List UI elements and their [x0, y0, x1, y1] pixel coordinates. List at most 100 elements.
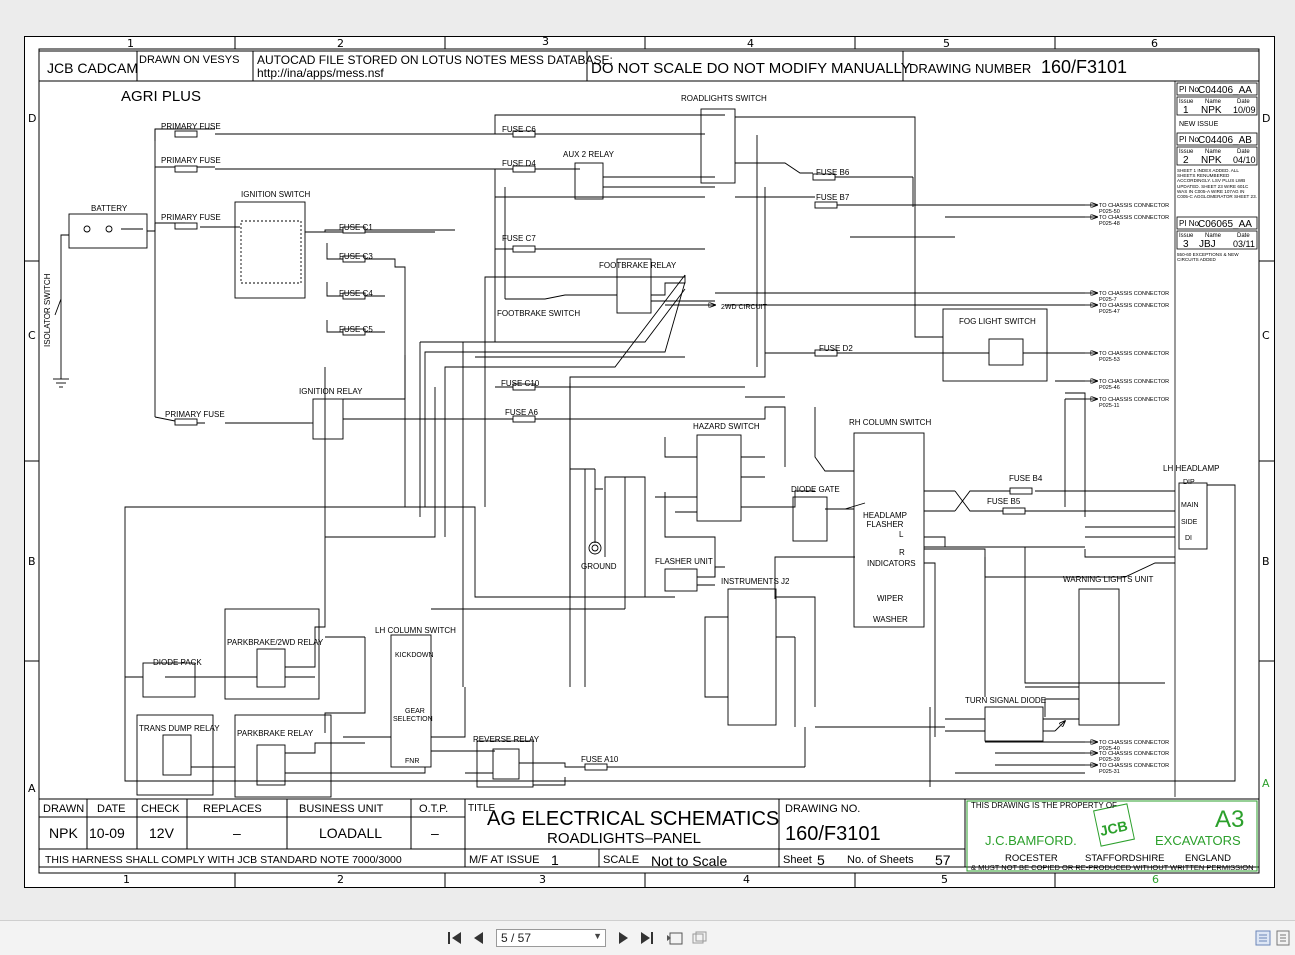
label-fd4: FUSE D4	[502, 159, 536, 168]
chassis-6-ref: P025-46	[1099, 385, 1120, 391]
label-l: L	[899, 530, 904, 539]
zone-row-d-right: D	[1262, 112, 1270, 125]
zone-row-a: A	[28, 782, 36, 795]
header-drawing-number: 160/F3101	[1041, 57, 1127, 77]
fuse-symbols	[174, 130, 1033, 771]
continuous-view-button[interactable]	[1274, 930, 1292, 946]
label-selection: SELECTION	[393, 716, 433, 723]
zone-col-3: 3	[542, 37, 549, 48]
rev2-name: NPK	[1201, 155, 1222, 166]
chassis-connector-labels: TO CHASSIS CONNECTOR P025-50 TO CHASSIS …	[1099, 203, 1169, 775]
tb-title-2: ROADLIGHTS–PANEL	[547, 830, 701, 847]
label-warning: WARNING LIGHTS UNIT	[1063, 575, 1153, 584]
label-side: SIDE	[1181, 519, 1198, 526]
label-rh-col: RH COLUMN SWITCH	[849, 418, 931, 427]
chevron-down-icon[interactable]: ▼	[593, 931, 602, 941]
label-diode-pack: DIODE PACK	[153, 658, 202, 667]
label-fa6: FUSE A6	[505, 408, 538, 417]
label-parkbrake2wd: PARKBRAKE/2WD RELAY	[227, 638, 324, 647]
page-number-value: 5 / 57	[501, 931, 532, 945]
chassis-6-name: TO CHASSIS CONNECTOR	[1099, 379, 1169, 385]
label-diode-gate: DIODE GATE	[791, 485, 840, 494]
next-page-icon	[619, 932, 628, 944]
tb-harness-note: THIS HARNESS SHALL COMPLY WITH JCB STAND…	[45, 854, 402, 866]
label-fb4: FUSE B4	[1009, 474, 1043, 483]
chassis-3-name: TO CHASSIS CONNECTOR	[1099, 291, 1169, 297]
chassis-1-name: TO CHASSIS CONNECTOR	[1099, 203, 1169, 209]
previous-page-button[interactable]	[470, 930, 488, 946]
schematic-svg: 1 2 3 4 5 6 1 2 3 4 5 6 D C B A D C B A	[25, 37, 1274, 887]
rev1-note: NEW ISSUE	[1179, 121, 1219, 128]
chassis-4-ref: P025-47	[1099, 309, 1120, 315]
page-number-field[interactable]: 5 / 57 ▼	[496, 929, 606, 947]
rev2-pi: C04406_AB	[1198, 135, 1252, 146]
tb-otp-label: O.T.P.	[419, 803, 448, 815]
zone-col-1: 1	[127, 37, 134, 50]
last-page-icon	[641, 932, 653, 944]
zone-col-5: 5	[943, 37, 950, 50]
header-autocad-1: AUTOCAD FILE STORED ON LOTUS NOTES MESS …	[257, 53, 613, 67]
rev1-date-label: Date	[1237, 99, 1250, 105]
tb-loc2: STAFFORDSHIRE	[1085, 853, 1165, 864]
title-block-grid	[38, 798, 1260, 874]
tb-mf-label: M/F AT ISSUE	[469, 854, 540, 866]
last-page-button[interactable]	[638, 930, 656, 946]
fit-width-button[interactable]	[690, 930, 708, 946]
tb-sheet-label: Sheet	[783, 854, 812, 866]
tb-sheets-label: No. of Sheets	[847, 854, 914, 866]
rev2-issue: 2	[1183, 155, 1189, 166]
label-main: MAIN	[1181, 502, 1199, 509]
label-isolator: ISOLATOR SWITCH	[43, 273, 52, 347]
previous-page-icon	[474, 932, 483, 944]
label-wiper: WIPER	[877, 594, 903, 603]
tb-otp: –	[431, 825, 439, 841]
label-battery: BATTERY	[91, 204, 128, 213]
label-fd2: FUSE D2	[819, 344, 853, 353]
jcb-logo: JCB	[1098, 817, 1129, 838]
chassis-9-name: TO CHASSIS CONNECTOR	[1099, 751, 1169, 757]
label-fb5: FUSE B5	[987, 497, 1021, 506]
rev2-issue-label: Issue	[1179, 149, 1194, 155]
chassis-2-ref: P025-48	[1099, 221, 1120, 227]
label-footbrake-relay: FOOTBRAKE RELAY	[599, 261, 677, 270]
zone-col-3-bottom: 3	[539, 873, 546, 886]
chassis-7-ref: P025-11	[1099, 403, 1119, 409]
fit-page-button[interactable]	[666, 930, 684, 946]
zone-col-4-bottom: 4	[743, 873, 750, 886]
label-lh-col: LH COLUMN SWITCH	[375, 626, 456, 635]
first-page-button[interactable]	[446, 930, 464, 946]
chassis-10-name: TO CHASSIS CONNECTOR	[1099, 763, 1169, 769]
zone-col-6: 6	[1151, 37, 1158, 50]
chassis-9-ref: P025-39	[1099, 757, 1120, 763]
tb-business-unit: LOADALL	[319, 825, 382, 841]
label-fc4: FUSE C4	[339, 289, 373, 298]
label-pf4: PRIMARY FUSE	[165, 410, 225, 419]
rev2-date: 04/10	[1233, 155, 1256, 165]
label-trans-dump: TRANS DUMP RELAY	[139, 724, 220, 733]
label-headlamp-flasher: HEADLAMP FLASHER	[862, 511, 907, 529]
zone-row-c: C	[28, 329, 36, 342]
rev2-date-label: Date	[1237, 149, 1250, 155]
next-page-button[interactable]	[614, 930, 632, 946]
rev3-date: 03/11	[1233, 239, 1255, 249]
zone-row-b-right: B	[1262, 555, 1270, 568]
rev1-name-label: Name	[1205, 99, 1222, 105]
zone-col-6-bottom: 6	[1152, 873, 1159, 886]
label-parkbrake: PARKBRAKE RELAY	[237, 729, 314, 738]
tb-property: THIS DRAWING IS THE PROPERTY OF	[971, 801, 1117, 810]
tb-mf: 1	[551, 852, 559, 868]
continuous-view-icon	[1276, 930, 1290, 946]
chassis-5-name: TO CHASSIS CONNECTOR	[1099, 351, 1169, 357]
header-autocad-2: http://ina/apps/mess.nsf	[257, 66, 384, 80]
single-page-view-button[interactable]	[1254, 930, 1272, 946]
label-lh-headlamp: LH HEADLAMP	[1163, 464, 1219, 473]
tb-scale-label: SCALE	[603, 854, 639, 866]
single-page-icon	[1255, 930, 1271, 946]
label-fc5: FUSE C5	[339, 325, 373, 334]
chassis-5-ref: P025-53	[1099, 357, 1120, 363]
chassis-4-name: TO CHASSIS CONNECTOR	[1099, 303, 1169, 309]
chassis-1-ref: P025-50	[1099, 209, 1120, 215]
label-fc7: FUSE C7	[502, 234, 536, 243]
tb-copy-note: & MUST NOT BE COPIED OR RE-PRODUCED WITH…	[971, 863, 1254, 872]
label-pf1: PRIMARY FUSE	[161, 122, 221, 131]
